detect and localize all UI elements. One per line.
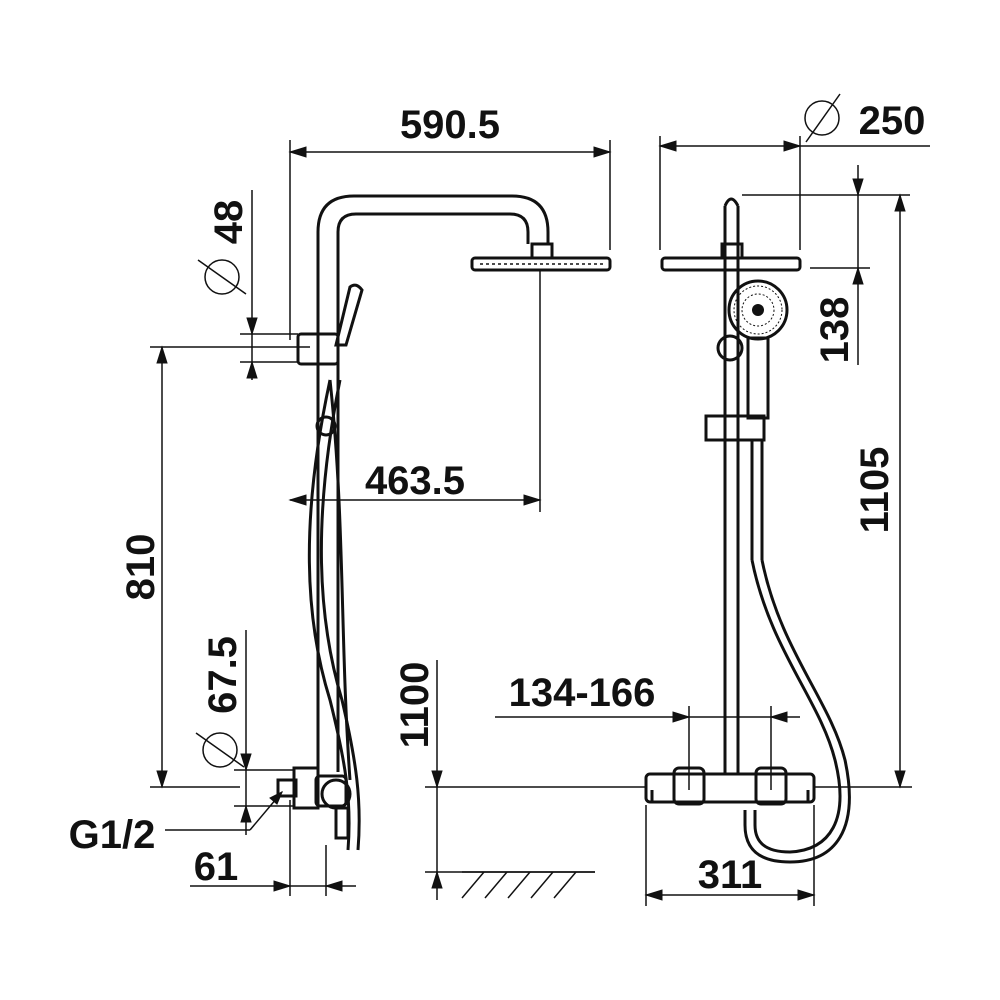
- dim-pipe-diameter: 48: [197, 190, 298, 380]
- dim-total-height-label: 1105: [853, 447, 897, 534]
- floor-hatch-icon: [461, 871, 595, 899]
- dim-head-drop: 138: [742, 165, 910, 365]
- dim-head-diameter: 250: [658, 93, 930, 250]
- dim-arm-reach-label: 463.5: [365, 459, 465, 503]
- overhead-arm: [316, 194, 554, 260]
- diameter-symbol-icon: [197, 259, 247, 295]
- dim-diameter-67-5: 67.5: [195, 630, 294, 835]
- floor-reference: 1100: [393, 660, 645, 900]
- diameter-symbol-icon: [804, 93, 841, 143]
- riser-pipe: [316, 232, 340, 790]
- dim-overall-width: 590.5: [288, 103, 612, 340]
- dim-pipe-diameter-label: 48: [207, 200, 251, 245]
- dim-overall-width-label: 590.5: [400, 103, 500, 147]
- front-hose: [743, 440, 851, 864]
- thread-callout: G1/2: [69, 790, 283, 857]
- rain-shower-head: [470, 256, 612, 272]
- dim-mixer-width: 311: [644, 805, 816, 906]
- dim-arm-reach: 463.5: [288, 270, 542, 512]
- dim-head-drop-label: 138: [813, 297, 857, 364]
- shower-hose: [307, 379, 361, 851]
- dim-height-810: 810: [119, 345, 310, 789]
- dim-mixer-width-label: 311: [698, 853, 763, 897]
- dim-height-810-label: 810: [119, 534, 163, 601]
- hand-shower: [296, 283, 364, 437]
- dim-head-diameter-label: 250: [859, 99, 926, 143]
- front-mixer: [644, 766, 816, 806]
- front-hand-shower: [704, 279, 789, 442]
- dim-diameter-67-5-label: 67.5: [201, 636, 245, 714]
- dim-wall-offset-label: 61: [194, 845, 239, 889]
- front-rain-head: [660, 256, 802, 272]
- dim-wall-offset: 61: [190, 800, 356, 896]
- dim-inlet-spacing: 134-166: [495, 671, 800, 790]
- mixer-valve-side: [276, 766, 352, 840]
- front-view: 250 138 1105 134-166: [495, 93, 930, 906]
- diameter-symbol-icon: [195, 732, 245, 768]
- thread-callout-label: G1/2: [69, 813, 156, 857]
- side-view: 590.5 463.5 48: [69, 103, 612, 896]
- front-riser: [720, 197, 744, 775]
- dim-inlet-spacing-label: 134-166: [509, 671, 656, 715]
- dim-mount-height-label: 1100: [393, 662, 437, 749]
- dim-total-height: 1105: [814, 193, 912, 789]
